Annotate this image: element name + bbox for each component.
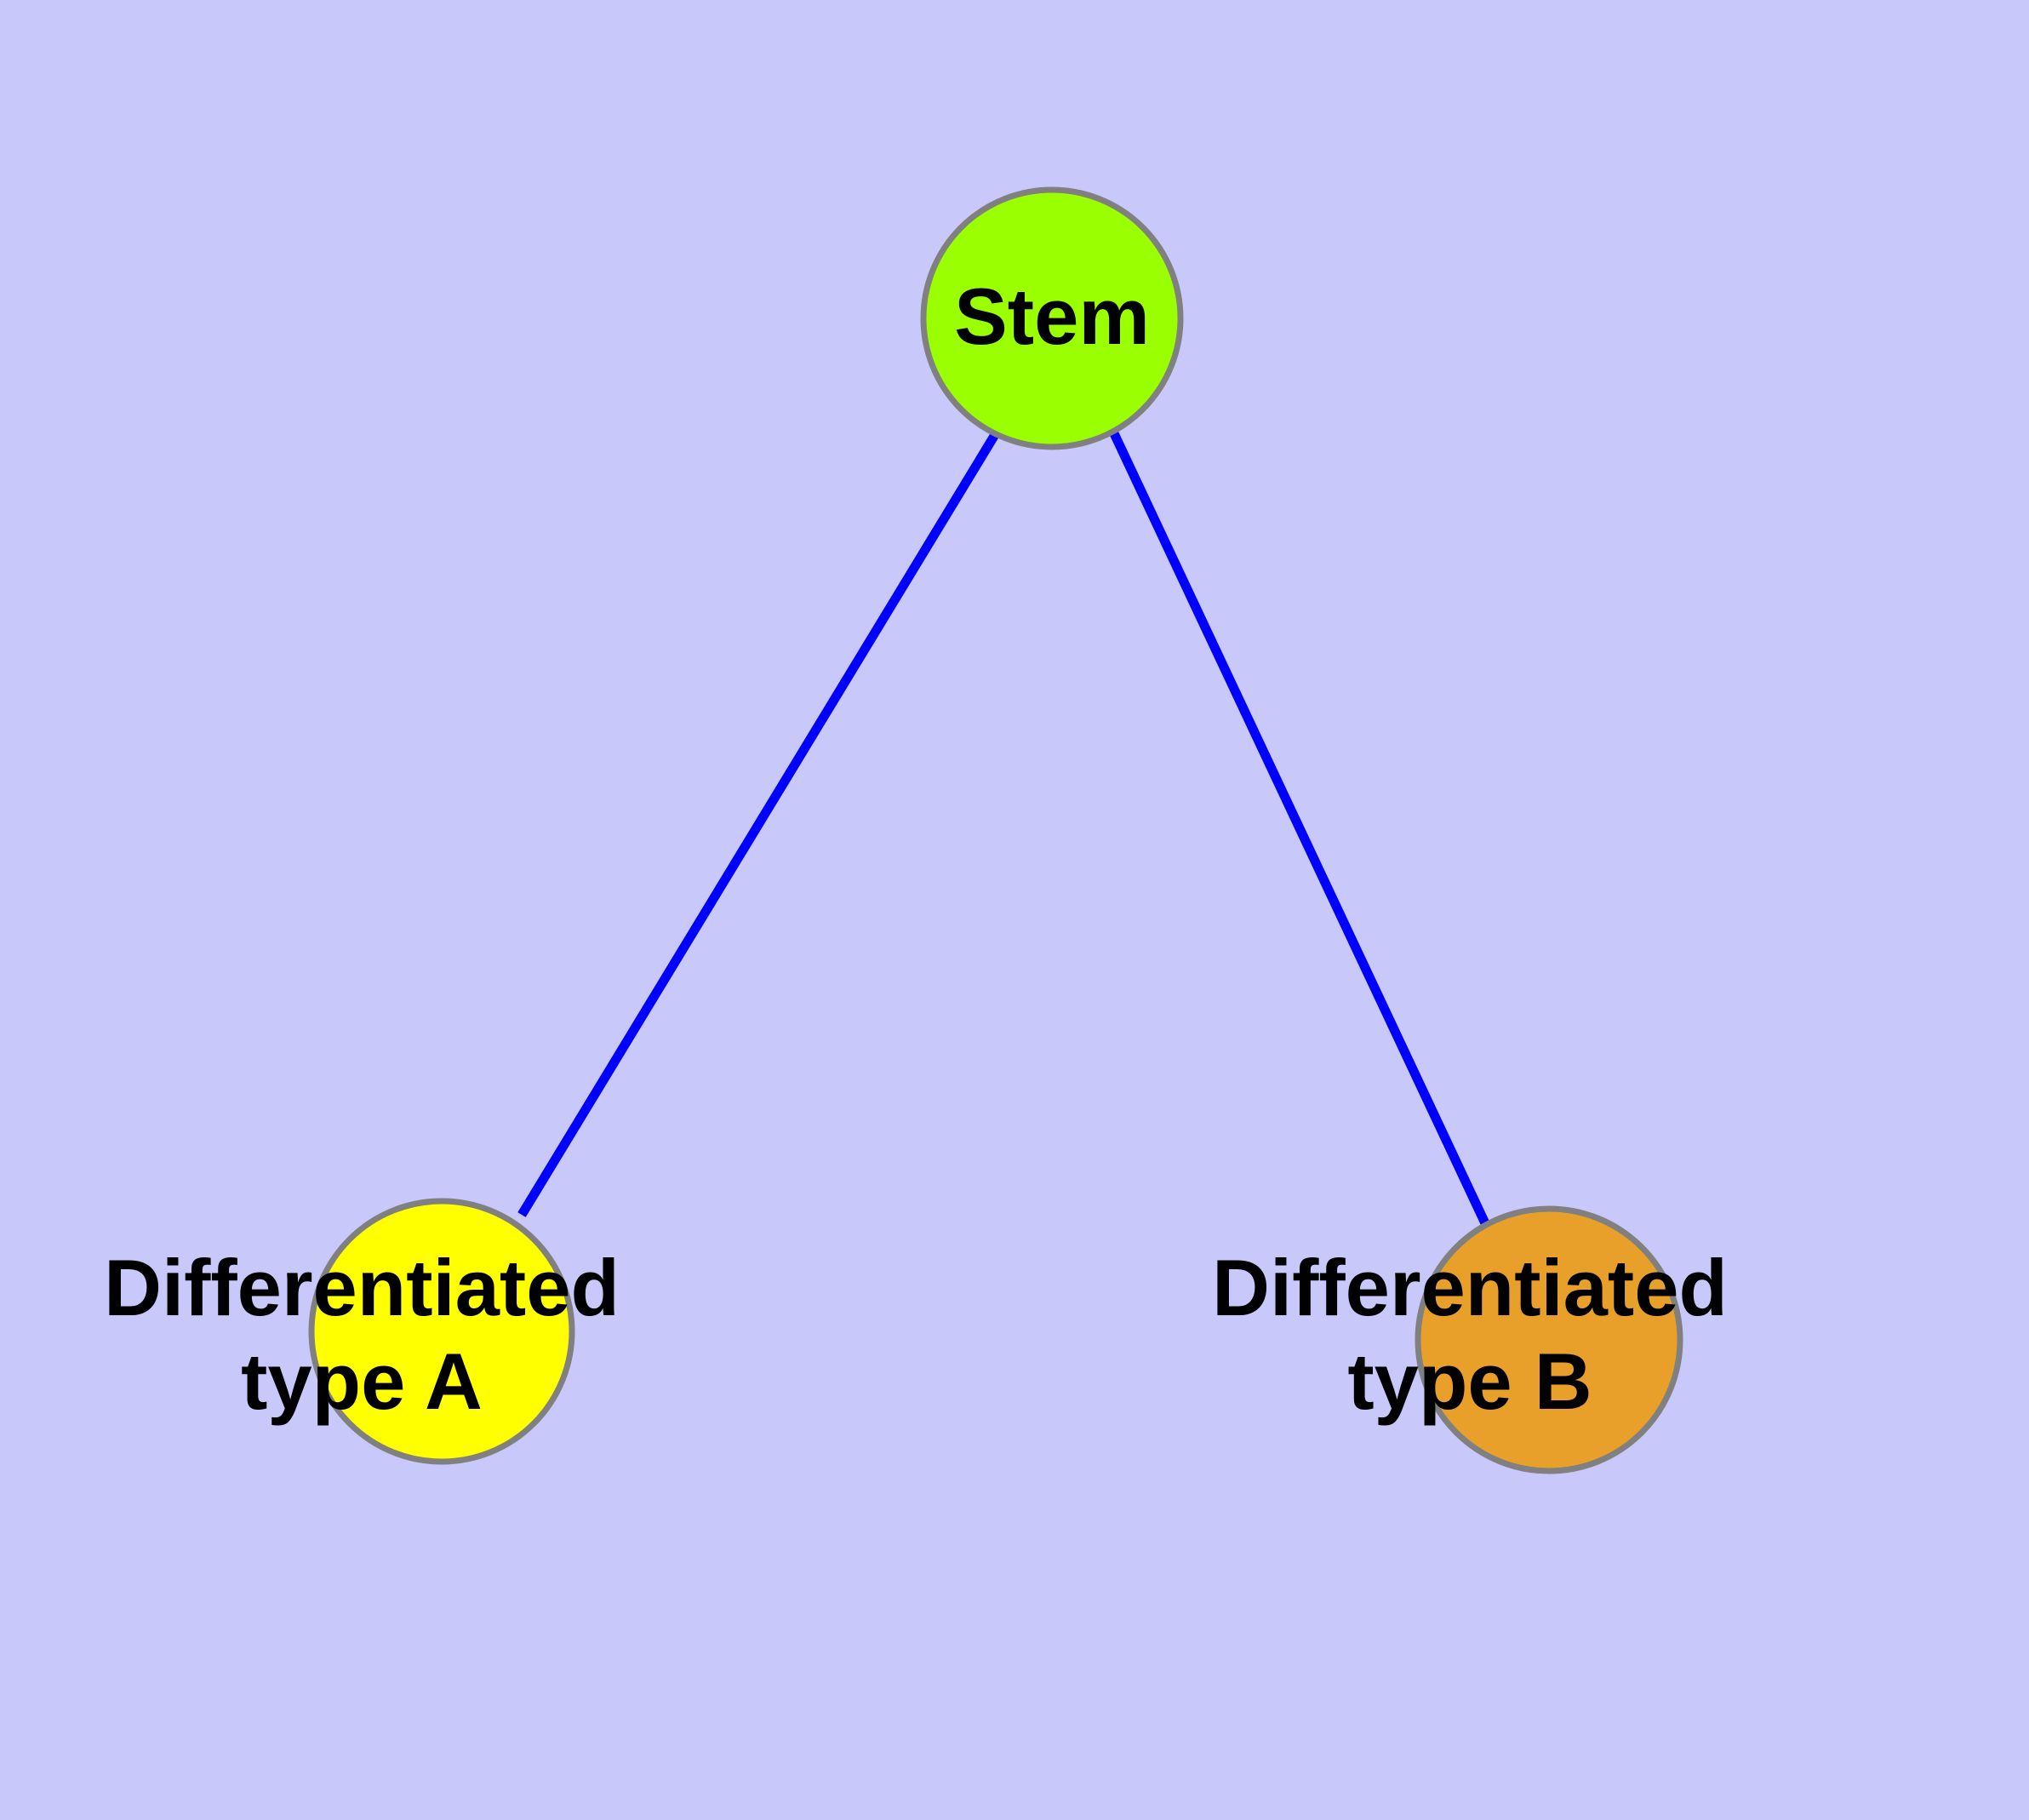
- graph-edge-stem-to-diff_b[interactable]: [1109, 429, 1489, 1226]
- node-label-line: type B: [1347, 1336, 1592, 1426]
- edges-layer: [517, 429, 1489, 1226]
- node-label-line: type A: [241, 1336, 483, 1426]
- nodes-layer: [308, 186, 1683, 1474]
- node-label-line: Differentiated: [104, 1243, 620, 1332]
- graph-node-stem[interactable]: [920, 186, 1184, 450]
- graph-node-diff_a[interactable]: [308, 1198, 575, 1465]
- graph-node-diff_b[interactable]: [1415, 1205, 1683, 1474]
- graph-edge-stem-to-diff_a[interactable]: [517, 431, 1000, 1217]
- node-label-line: Stem: [954, 272, 1150, 361]
- node-label-line: Differentiated: [1212, 1243, 1728, 1332]
- node-label-stem: Stem: [954, 272, 1150, 361]
